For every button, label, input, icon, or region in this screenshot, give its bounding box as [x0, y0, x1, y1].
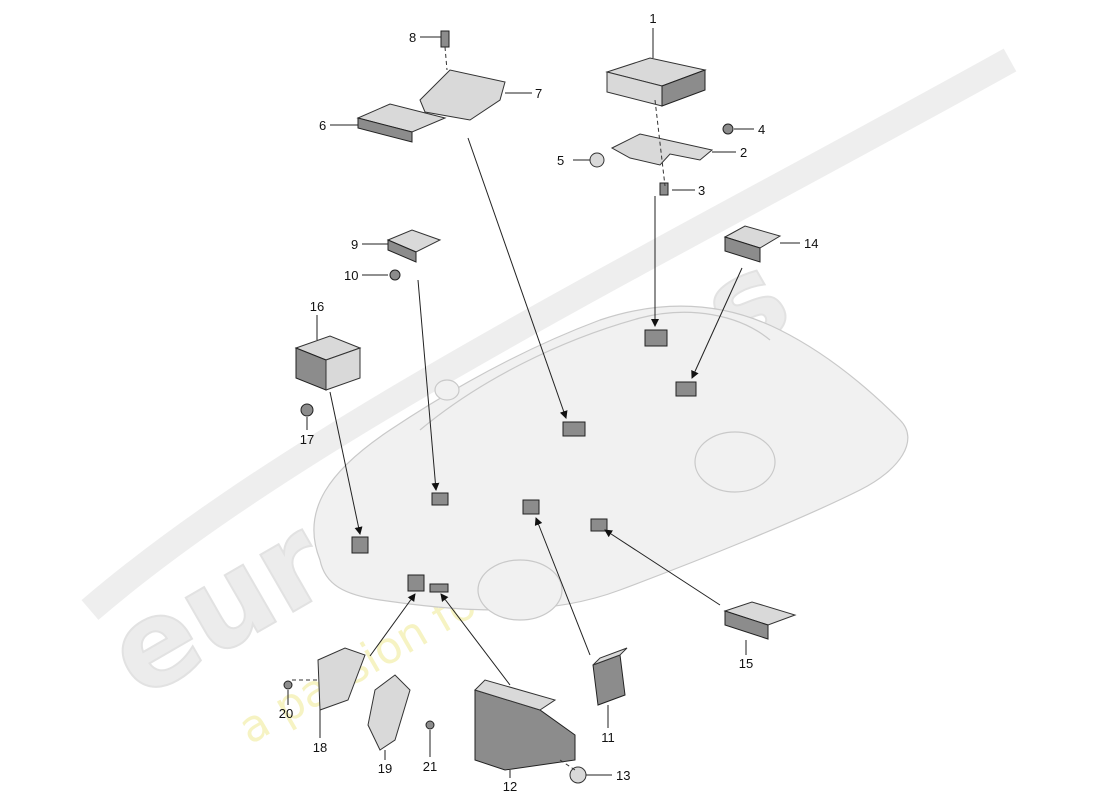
callout-16[interactable]: 16: [310, 299, 324, 314]
part-15-module: [723, 601, 797, 640]
callout-13[interactable]: 13: [616, 768, 630, 783]
part-9-module: [386, 229, 442, 263]
front-wheel: [477, 559, 563, 621]
callout-8[interactable]: 8: [409, 30, 416, 45]
leader-lines: [287, 28, 800, 778]
installed-modules: [351, 329, 697, 593]
part-21-screw: [425, 720, 435, 730]
callout-2[interactable]: 2: [740, 145, 747, 160]
callout-4[interactable]: 4: [758, 122, 765, 137]
callout-14[interactable]: 14: [804, 236, 818, 251]
callout-18[interactable]: 18: [313, 740, 327, 755]
part-16-module: [294, 335, 362, 391]
callout-21[interactable]: 21: [423, 759, 437, 774]
installed-module-11: [522, 499, 540, 515]
location-arrows: [329, 137, 743, 686]
callout-3[interactable]: 3: [698, 183, 705, 198]
rear-wheel: [694, 431, 776, 493]
part-3-screw: [659, 182, 669, 196]
part-14-module: [723, 225, 782, 263]
callout-19[interactable]: 19: [378, 761, 392, 776]
callouts: 1 2 3 4 5 6 7 8 9 10 11 12 13 14 15 16 1…: [279, 11, 819, 794]
installed-module-9: [431, 492, 449, 506]
callout-17[interactable]: 17: [300, 432, 314, 447]
installed-module-1: [644, 329, 668, 347]
part-19-bracket: [367, 674, 411, 751]
mirror: [434, 379, 460, 401]
installed-module-6: [562, 421, 586, 437]
installed-module-18: [407, 574, 425, 592]
part-17-nut: [300, 403, 314, 417]
part-18-module: [317, 647, 366, 711]
callout-11[interactable]: 11: [601, 730, 615, 745]
callout-15[interactable]: 15: [739, 656, 753, 671]
callout-5[interactable]: 5: [557, 153, 564, 168]
callout-9[interactable]: 9: [351, 237, 358, 252]
part-4-nut: [722, 123, 734, 135]
callout-12[interactable]: 12: [503, 779, 517, 794]
part-12-control-unit: [474, 679, 576, 771]
callout-20[interactable]: 20: [279, 706, 293, 721]
part-10-nut: [389, 269, 401, 281]
installed-module-15: [590, 518, 608, 532]
part-5-grommet: [589, 152, 605, 168]
installed-module-16: [351, 536, 369, 554]
part-13-clip: [569, 766, 587, 784]
installed-module-14: [675, 381, 697, 397]
part-7-mounting-frame: [419, 69, 506, 121]
part-20-screw: [283, 680, 293, 690]
callout-7[interactable]: 7: [535, 86, 542, 101]
part-11-module: [592, 647, 628, 706]
part-1-control-unit: [605, 57, 707, 107]
part-2-bracket: [610, 133, 714, 166]
callout-6[interactable]: 6: [319, 118, 326, 133]
callout-1[interactable]: 1: [649, 11, 656, 26]
callout-10[interactable]: 10: [344, 268, 358, 283]
part-8-bolt: [440, 30, 450, 48]
car-outline: [313, 305, 909, 621]
installed-module-12: [429, 583, 449, 593]
